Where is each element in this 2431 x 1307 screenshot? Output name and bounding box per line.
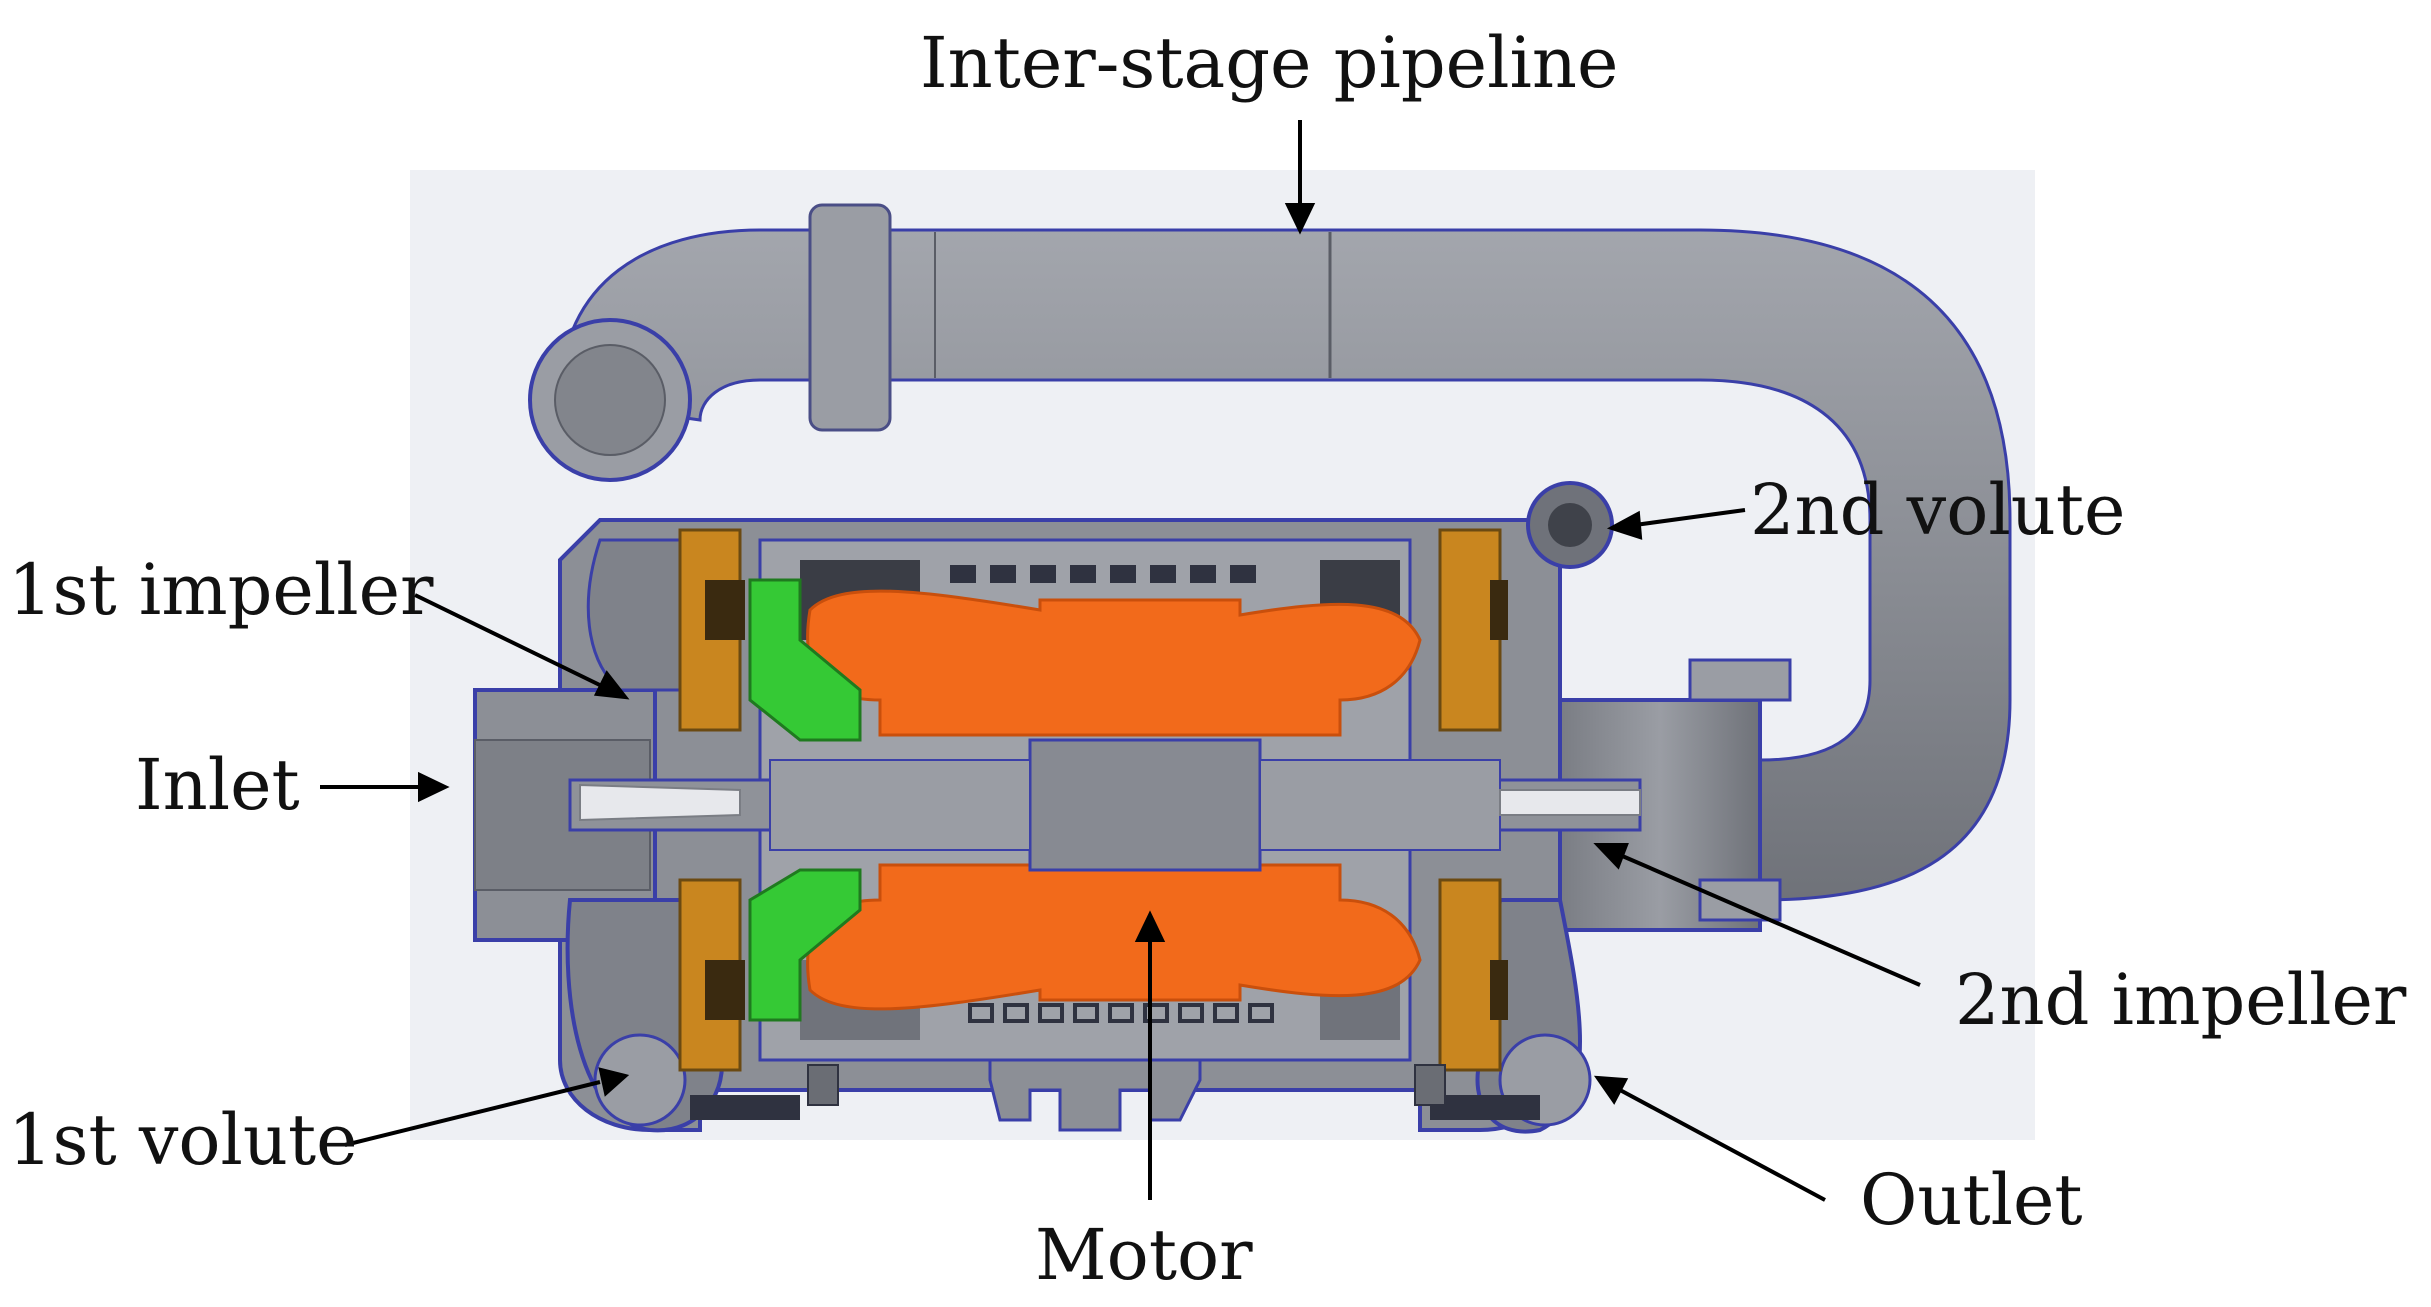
cooling-channels-bottom bbox=[968, 1003, 1274, 1023]
label-second-volute: 2nd volute bbox=[1750, 469, 2126, 551]
leader-lines bbox=[320, 120, 1921, 1202]
label-motor: Motor bbox=[1035, 1214, 1253, 1296]
seal-bottom bbox=[748, 868, 862, 1022]
motor-stator-bottom bbox=[806, 863, 1422, 1011]
motor-rotor bbox=[1028, 738, 1262, 872]
second-impeller bbox=[1438, 528, 1508, 1072]
label-second-impeller: 2nd impeller bbox=[1955, 959, 2407, 1041]
inter-stage-pipeline bbox=[558, 228, 2012, 902]
seal-top bbox=[748, 578, 862, 742]
foot-left bbox=[690, 1095, 800, 1120]
label-outlet: Outlet bbox=[1860, 1159, 2083, 1241]
pipeline-flange bbox=[808, 203, 892, 432]
motor-stator-top bbox=[806, 589, 1422, 737]
pipeline-bracket bbox=[1688, 658, 1792, 922]
bottom-bracket bbox=[988, 1058, 1202, 1132]
label-first-impeller: 1st impeller bbox=[8, 549, 434, 631]
label-first-volute: 1st volute bbox=[8, 1099, 358, 1181]
label-inter-stage-pipeline: Inter-stage pipeline bbox=[920, 22, 1619, 104]
label-inlet: Inlet bbox=[135, 744, 300, 826]
cooling-channels-top bbox=[950, 565, 1256, 583]
foot-right bbox=[1430, 1095, 1540, 1120]
first-impeller bbox=[678, 528, 745, 1072]
